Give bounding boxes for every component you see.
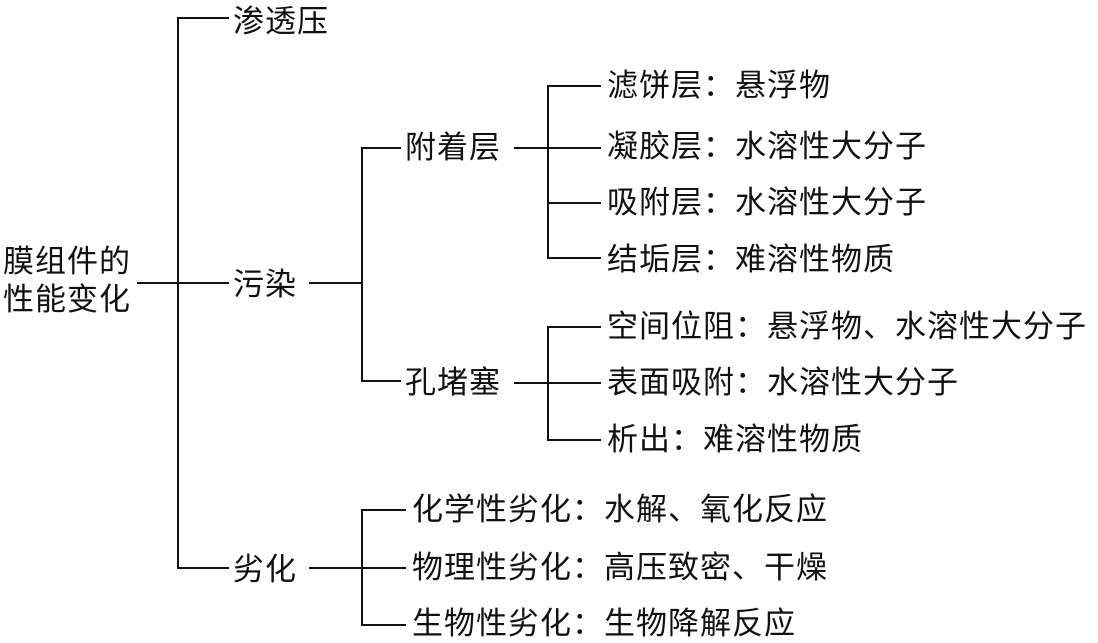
osmotic-pressure-label: 渗透压 <box>233 4 329 40</box>
root-label-line2: 性能变化 <box>3 282 131 318</box>
steric-hindrance-item: 空间位阻：悬浮物、水溶性大分子 <box>607 309 1087 345</box>
adsorption-layer-item: 吸附层：水溶性大分子 <box>607 185 927 221</box>
cake-layer-item: 滤饼层：悬浮物 <box>607 68 831 104</box>
physical-degradation-item: 物理性劣化：高压致密、干燥 <box>412 550 828 586</box>
attached-layer-label: 附着层 <box>405 130 501 166</box>
pore-blocking-label: 孔堵塞 <box>405 365 501 401</box>
precipitation-item: 析出：难溶性物质 <box>607 422 863 458</box>
gel-layer-item: 凝胶层：水溶性大分子 <box>607 129 927 165</box>
degradation-label: 劣化 <box>233 552 297 588</box>
scaling-layer-item: 结垢层：难溶性物质 <box>607 242 895 278</box>
surface-adsorption-item: 表面吸附：水溶性大分子 <box>607 365 959 401</box>
biological-degradation-item: 生物性劣化：生物降解反应 <box>412 606 796 642</box>
fouling-label: 污染 <box>233 267 297 303</box>
chemical-degradation-item: 化学性劣化：水解、氧化反应 <box>412 492 828 528</box>
root-label-line1: 膜组件的 <box>3 244 131 280</box>
